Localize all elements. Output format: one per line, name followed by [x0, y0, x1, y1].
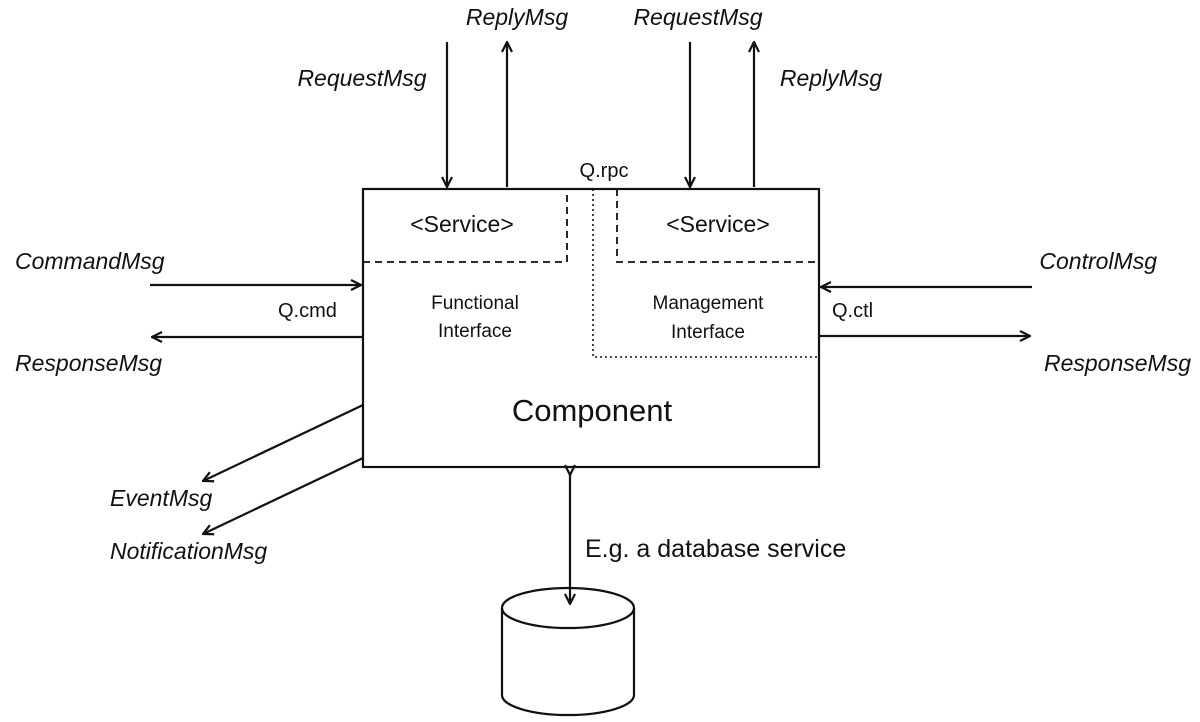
queue-rpc-label: Q.rpc [580, 160, 629, 182]
management-interface-label-line1: Management [653, 293, 765, 314]
functional-reply-label: ReplyMsg [466, 4, 568, 30]
component-box [361, 187, 821, 469]
command-label: CommandMsg [15, 248, 165, 274]
notification-label: NotificationMsg [110, 538, 267, 564]
management-service-box [616, 189, 819, 263]
functional-request-label: RequestMsg [297, 65, 426, 91]
functional-interface-label-line2: Interface [438, 321, 512, 342]
component-label: Component [512, 393, 673, 428]
control-response-label: ResponseMsg [1044, 350, 1191, 376]
control-label: ControlMsg [1039, 248, 1157, 274]
functional-service-box [363, 189, 568, 263]
management-request-label: RequestMsg [633, 4, 762, 30]
management-interface-label-line2: Interface [671, 322, 745, 343]
management-interface-region [592, 189, 819, 358]
event-arrow [203, 404, 364, 481]
management-service-label: <Service> [666, 211, 770, 237]
event-label: EventMsg [110, 485, 212, 511]
queue-cmd-label: Q.cmd [278, 300, 337, 322]
queue-ctl-label: Q.ctl [832, 300, 873, 322]
command-response-label: ResponseMsg [15, 350, 162, 376]
database-note: E.g. a database service [585, 535, 846, 563]
functional-service-label: <Service> [410, 211, 514, 237]
database-cylinder-icon [500, 586, 636, 717]
functional-interface-label-line1: Functional [431, 293, 519, 314]
management-reply-label: ReplyMsg [780, 65, 882, 91]
notification-arrow [203, 457, 364, 534]
